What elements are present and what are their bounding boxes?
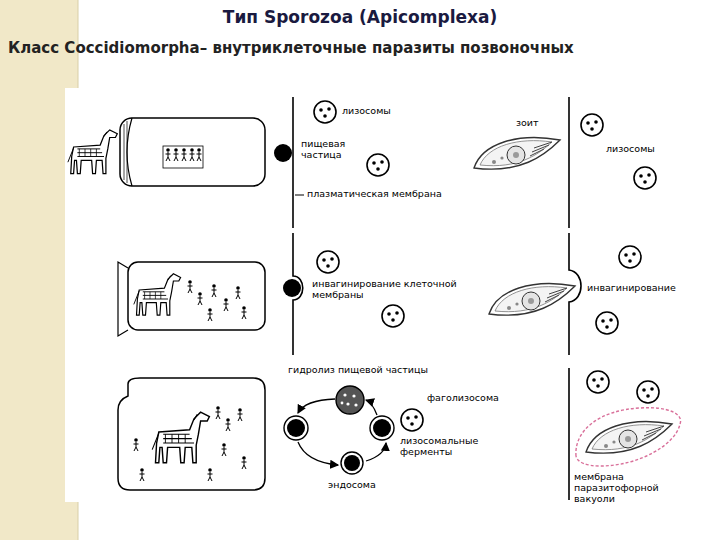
digestion-cycle <box>298 442 338 465</box>
digestion-cycle <box>298 399 335 413</box>
digestion-cycle <box>346 402 349 405</box>
horse-figure <box>152 412 209 463</box>
trojan-box <box>120 118 265 186</box>
digestion-cycle <box>336 386 364 414</box>
trojan-bottle <box>118 378 265 490</box>
soldiers <box>208 308 213 321</box>
title-text: Тип Sporozoa (Apicomplexa) <box>0 8 720 28</box>
trojan-box <box>118 262 265 336</box>
zoite-cell <box>586 422 672 454</box>
membrane <box>283 279 301 297</box>
lysosome <box>401 409 423 431</box>
membrane <box>274 144 292 162</box>
soldiers <box>190 148 195 161</box>
part-label: эндосома <box>328 480 408 491</box>
digestion-cycle <box>341 452 363 474</box>
soldiers <box>242 306 247 319</box>
digestion-cycle <box>287 419 305 437</box>
trojan-box <box>120 118 265 186</box>
membrane <box>295 195 304 196</box>
digestion-cycle <box>366 443 386 461</box>
soldiers <box>198 292 203 305</box>
part-label: зоит <box>516 118 556 129</box>
lysosome <box>382 305 404 327</box>
soldiers <box>163 146 203 168</box>
trojan-box <box>128 262 265 330</box>
trojan-box <box>127 118 132 186</box>
lysosome <box>634 167 656 189</box>
lysosome <box>367 154 389 176</box>
digestion-cycle <box>354 403 357 406</box>
horse-figure <box>134 274 181 315</box>
soldiers <box>182 148 187 161</box>
soldiers <box>140 468 145 481</box>
horse-figure <box>68 130 117 174</box>
lysosome <box>637 381 659 403</box>
digestion-cycle <box>344 455 360 471</box>
part-label: мембрана паразитофорной вакуоли <box>574 472 702 505</box>
soldiers <box>216 406 221 419</box>
part-label: инвагинирование <box>587 283 697 294</box>
part-label: инвагинирование клеточной мембраны <box>312 279 464 301</box>
soldiers <box>134 406 247 481</box>
membrane <box>292 97 294 228</box>
membrane <box>568 97 570 228</box>
soldiers <box>212 284 217 297</box>
digestion-cycle <box>284 416 308 440</box>
digestion-cycle <box>341 402 344 405</box>
soldiers <box>224 298 229 311</box>
soldiers <box>222 443 227 456</box>
part-label: плазматическая мембрана <box>307 189 467 200</box>
soldiers <box>236 286 241 299</box>
digestion-cycle <box>343 393 346 396</box>
soldiers <box>174 148 179 161</box>
trojan-box <box>118 262 128 336</box>
digestion-cycle <box>370 416 394 440</box>
part-label: пищевая частица <box>301 139 357 161</box>
membrane <box>569 233 581 355</box>
vacuole-membrane <box>576 408 681 466</box>
membrane <box>568 368 570 500</box>
soldiers <box>134 438 139 451</box>
lysosome <box>619 246 641 268</box>
lysosome <box>596 312 618 334</box>
digestion-cycle <box>366 400 377 415</box>
soldiers <box>208 468 213 481</box>
soldiers <box>188 280 193 293</box>
soldiers <box>226 418 231 431</box>
picture-panel <box>65 88 705 502</box>
part-label: лизосомы <box>342 106 432 117</box>
zoite-cell <box>474 138 560 170</box>
membrane <box>274 97 304 228</box>
part-label: лизосомы <box>606 144 696 155</box>
part-label: гидролиз пищевой частицы <box>288 365 458 376</box>
part-label: лизосомальные ферменты <box>400 436 488 458</box>
digestion-cycle <box>352 394 355 397</box>
membrane <box>283 233 303 355</box>
soldiers <box>163 146 203 168</box>
digestion-cycle <box>284 386 394 474</box>
zoite-cell <box>489 284 575 316</box>
subtitle-text: Класс Coccidiomorpha– внутриклеточные па… <box>8 40 708 57</box>
lysosome <box>587 371 609 393</box>
part-label: фаголизосома <box>427 393 527 404</box>
soldiers <box>166 148 171 161</box>
trojan-bottle <box>118 378 265 490</box>
lysosome <box>317 251 339 273</box>
soldiers <box>197 148 202 161</box>
soldiers <box>238 408 243 421</box>
soldiers <box>188 280 247 321</box>
trojan-box <box>124 121 127 183</box>
digestion-cycle <box>373 419 391 437</box>
lysosome <box>314 101 336 123</box>
soldiers <box>242 456 247 469</box>
lysosome <box>581 114 603 136</box>
